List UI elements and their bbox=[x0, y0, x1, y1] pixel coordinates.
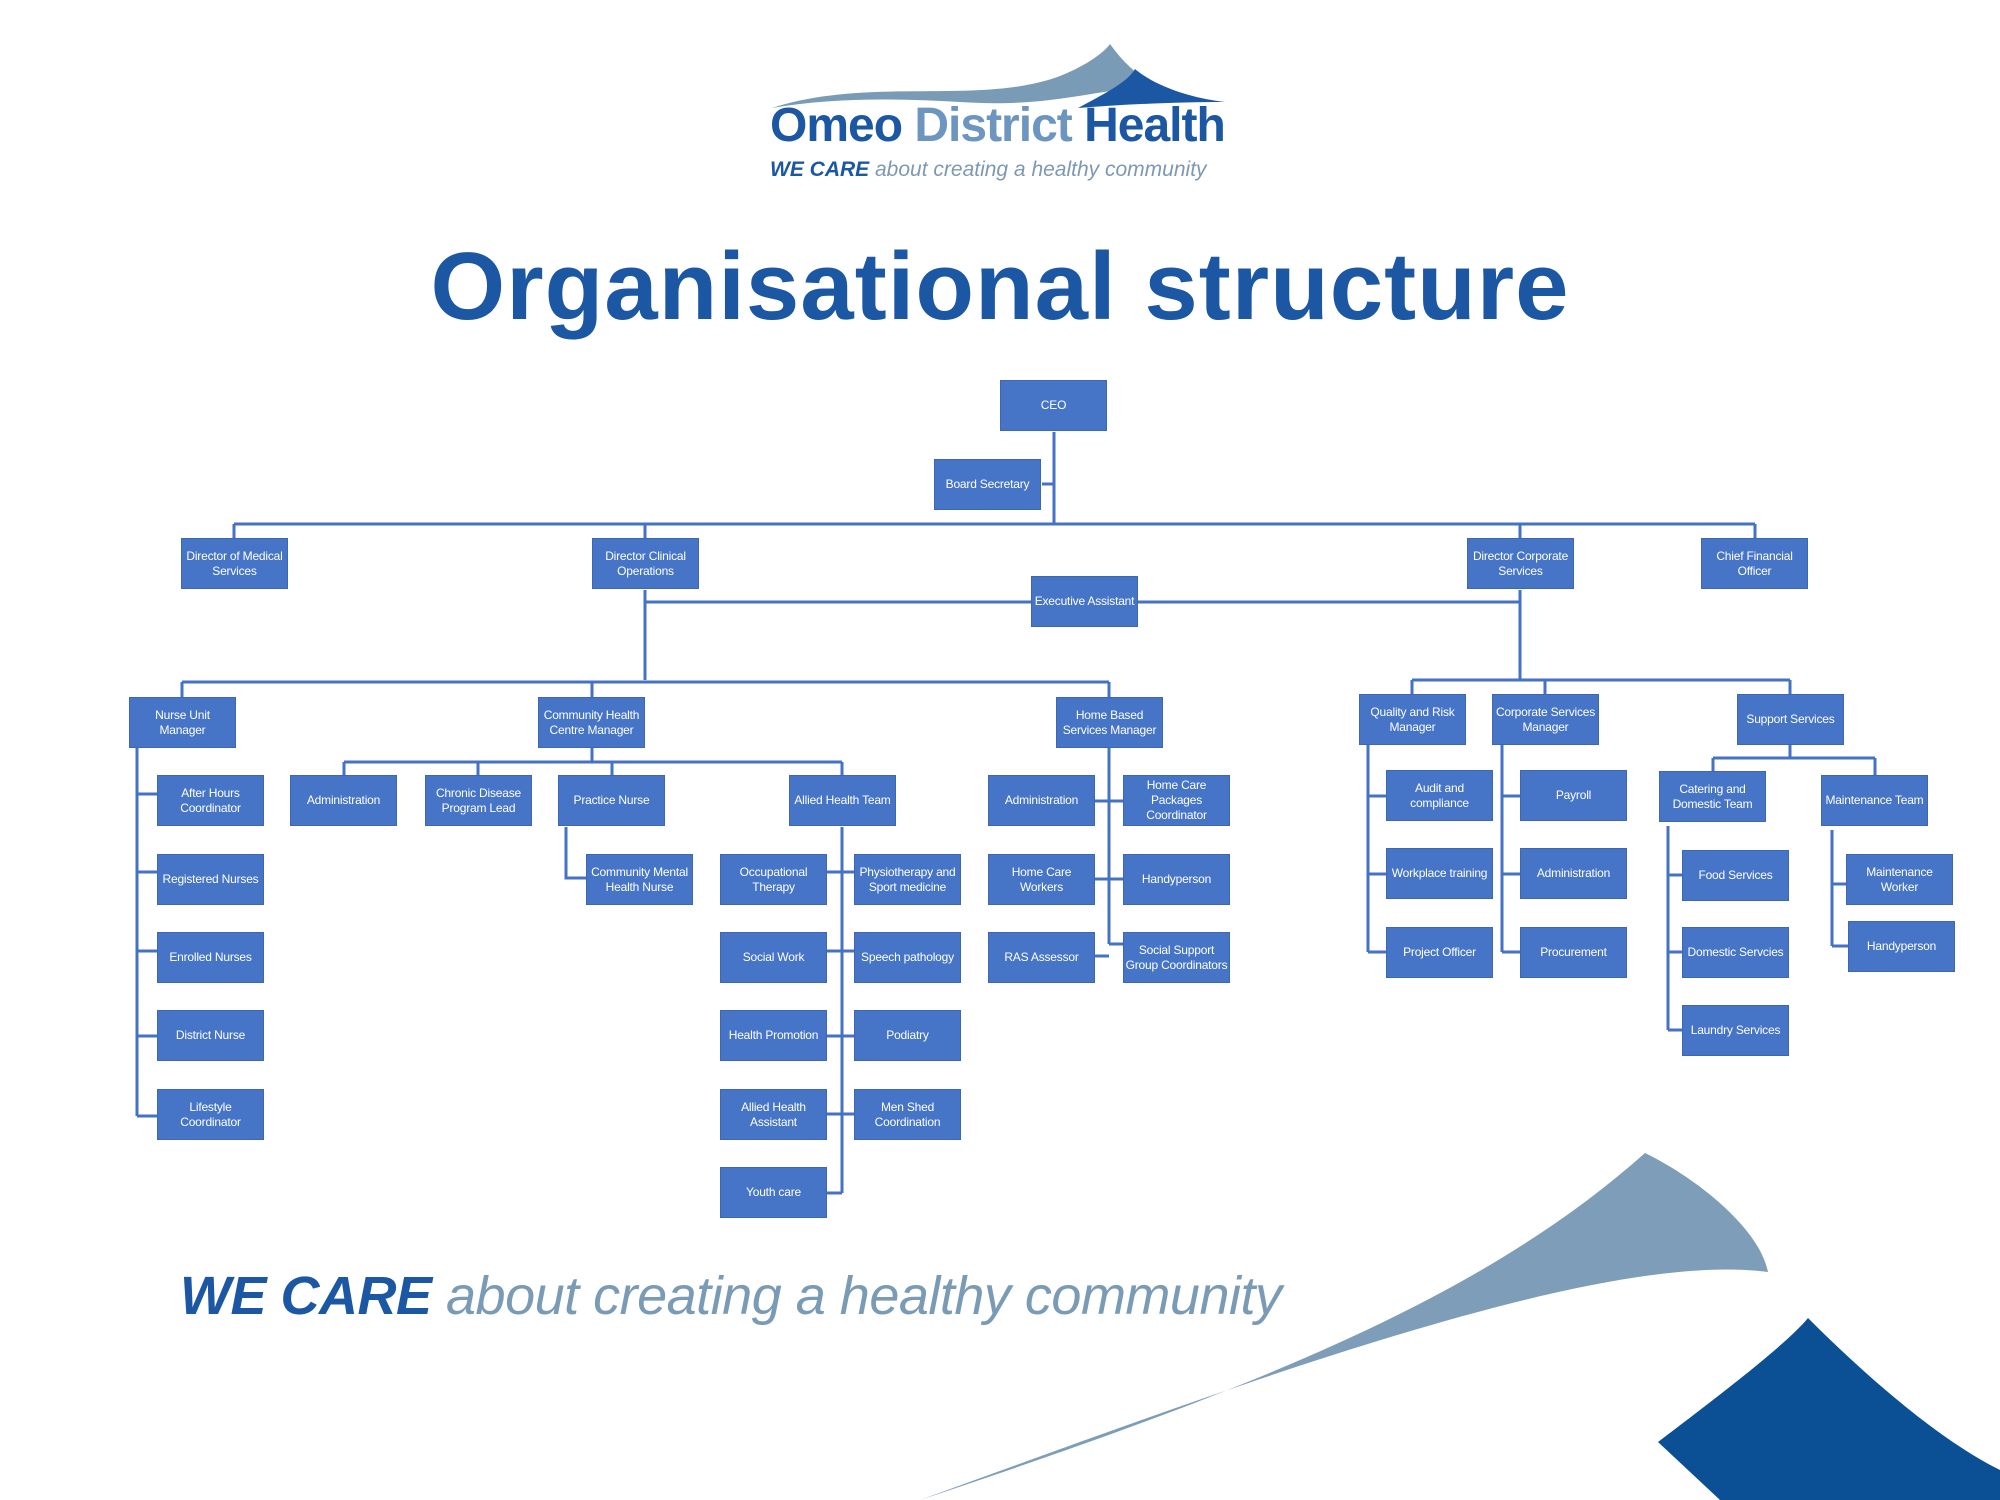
org-box-board-secretary: Board Secretary bbox=[934, 459, 1041, 510]
org-box-corporate-team-member: Procurement bbox=[1520, 927, 1627, 978]
org-box-allied-health-member: Health Promotion bbox=[720, 1010, 827, 1061]
org-box-allied-health-member: Occupational Therapy bbox=[720, 854, 827, 905]
org-box-corporate-team-member: Payroll bbox=[1520, 770, 1627, 821]
org-box-allied-health-team: Allied Health Team bbox=[789, 775, 896, 826]
org-box-catering-team-member: Domestic Servcies bbox=[1682, 927, 1789, 978]
org-box-catering-team-member: Laundry Services bbox=[1682, 1005, 1789, 1056]
org-box-director-medical: Director of Medical Services bbox=[181, 538, 288, 589]
logo-word-district: District bbox=[914, 99, 1072, 152]
logo-word-health: Health bbox=[1084, 99, 1226, 152]
org-box-allied-health-member: Youth care bbox=[720, 1167, 827, 1218]
org-box-home-based-manager: Home Based Services Manager bbox=[1056, 697, 1163, 748]
org-box-catering-domestic-team: Catering and Domestic Team bbox=[1659, 771, 1766, 822]
org-box-corporate-team-member: Administration bbox=[1520, 848, 1627, 899]
org-box-corporate-services-manager: Corporate Services Manager bbox=[1492, 694, 1599, 745]
org-box-home-based-member: Social Support Group Coordinators bbox=[1123, 932, 1230, 983]
org-box-home-based-member: Home Care Packages Coordinator bbox=[1123, 775, 1230, 826]
org-box-director-clinical: Director Clinical Operations bbox=[592, 538, 699, 589]
org-box-director-corporate: Director Corporate Services bbox=[1467, 538, 1574, 589]
footer-tagline: WE CARE about creating a healthy communi… bbox=[180, 1265, 1282, 1327]
org-box-support-services: Support Services bbox=[1737, 694, 1844, 745]
org-box-allied-health-member: Men Shed Coordination bbox=[854, 1089, 961, 1140]
org-box-nurse-team-member: Lifestyle Coordinator bbox=[157, 1089, 264, 1140]
org-box-maintenance-member: Handyperson bbox=[1848, 921, 1955, 972]
org-box-practice-nurse: Practice Nurse bbox=[558, 775, 665, 826]
org-box-quality-team-member: Audit and compliance bbox=[1386, 770, 1493, 821]
org-box-quality-team-member: Project Officer bbox=[1386, 927, 1493, 978]
org-box-maintenance-team: Maintenance Team bbox=[1821, 775, 1928, 826]
page-title: Organisational structure bbox=[430, 233, 1570, 340]
org-box-quality-risk-manager: Quality and Risk Manager bbox=[1359, 694, 1466, 745]
org-box-home-based-member: Home Care Workers bbox=[988, 854, 1095, 905]
org-box-allied-health-member: Physiotherapy and Sport medicine bbox=[854, 854, 961, 905]
org-box-nurse-team-member: Registered Nurses bbox=[157, 854, 264, 905]
org-box-nurse-team-member: Enrolled Nurses bbox=[157, 932, 264, 983]
org-box-nurse-team-member: After Hours Coordinator bbox=[157, 775, 264, 826]
logo-tagline: WE CARE about creating a healthy communi… bbox=[770, 158, 1207, 182]
org-box-nurse-team-member: District Nurse bbox=[157, 1010, 264, 1061]
org-box-allied-health-member: Speech pathology bbox=[854, 932, 961, 983]
org-box-cfo: Chief Financial Officer bbox=[1701, 538, 1808, 589]
org-box-community-mental-health-nurse: Community Mental Health Nurse bbox=[586, 854, 693, 905]
org-box-chronic-disease-lead: Chronic Disease Program Lead bbox=[425, 775, 532, 826]
org-box-allied-health-member: Allied Health Assistant bbox=[720, 1089, 827, 1140]
logo-tagline-rest: about creating a healthy community bbox=[869, 158, 1207, 181]
logo-hills-graphic bbox=[772, 44, 1225, 108]
org-box-catering-team-member: Food Services bbox=[1682, 850, 1789, 901]
org-box-ceo: CEO bbox=[1000, 380, 1107, 431]
org-box-executive-assistant: Executive Assistant bbox=[1031, 576, 1138, 627]
footer-tagline-strong: WE CARE bbox=[180, 1266, 432, 1326]
omeo-district-health-logo: Omeo District Health WE CARE about creat… bbox=[760, 36, 1240, 186]
logo-wordmark: Omeo District Health bbox=[770, 98, 1226, 153]
org-box-maintenance-member: Maintenance Worker bbox=[1846, 854, 1953, 905]
org-box-nurse-unit-manager: Nurse Unit Manager bbox=[129, 697, 236, 748]
footer-tagline-rest: about creating a healthy community bbox=[431, 1266, 1282, 1326]
org-box-allied-health-member: Social Work bbox=[720, 932, 827, 983]
org-box-home-based-member: RAS Assessor bbox=[988, 932, 1095, 983]
org-box-home-based-member: Administration bbox=[988, 775, 1095, 826]
org-box-allied-health-member: Podiatry bbox=[854, 1010, 961, 1061]
org-box-chc-administration: Administration bbox=[290, 775, 397, 826]
org-box-quality-team-member: Workplace training bbox=[1386, 848, 1493, 899]
org-box-community-health-manager: Community Health Centre Manager bbox=[538, 697, 645, 748]
logo-tagline-strong: WE CARE bbox=[770, 158, 870, 181]
org-box-home-based-member: Handyperson bbox=[1123, 854, 1230, 905]
logo-word-omeo: Omeo bbox=[770, 99, 903, 152]
